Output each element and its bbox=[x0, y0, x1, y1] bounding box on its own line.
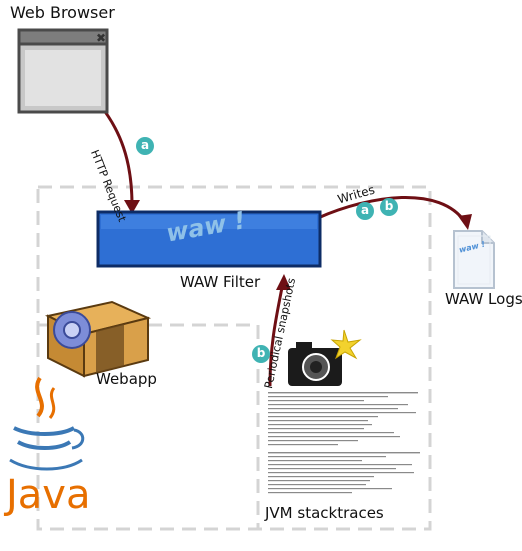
java-wordmark: Java bbox=[6, 472, 91, 518]
http-request-arrowhead bbox=[124, 200, 140, 214]
writes-arrow bbox=[317, 196, 467, 223]
waw-logs-label: WAW Logs bbox=[445, 290, 522, 308]
container-dashed-border bbox=[36, 185, 432, 531]
badge-snapshots: b bbox=[252, 345, 270, 363]
badge-http-request: a bbox=[136, 137, 154, 155]
svg-text:✖: ✖ bbox=[96, 31, 106, 45]
browser-window-icon: ✖ bbox=[17, 28, 109, 114]
waw-logs-document-icon bbox=[453, 230, 495, 289]
jvm-stacktraces-label: JVM stacktraces bbox=[265, 504, 384, 522]
writes-arrowhead bbox=[458, 214, 472, 230]
badge-writes-b: b bbox=[380, 198, 398, 216]
waw-filter-label: WAW Filter bbox=[180, 273, 261, 291]
webapp-label: Webapp bbox=[96, 370, 157, 388]
waw-filter-box bbox=[96, 210, 322, 268]
java-logo-icon bbox=[9, 376, 85, 471]
webapp-package-icon bbox=[45, 300, 152, 378]
jvm-stacktrace-texture bbox=[268, 392, 420, 494]
snapshots-arrow bbox=[268, 281, 285, 387]
web-browser-label: Web Browser bbox=[10, 3, 115, 22]
snapshots-arrowhead bbox=[276, 274, 291, 290]
camera-icon bbox=[288, 329, 362, 386]
badge-writes-a: a bbox=[356, 202, 374, 220]
